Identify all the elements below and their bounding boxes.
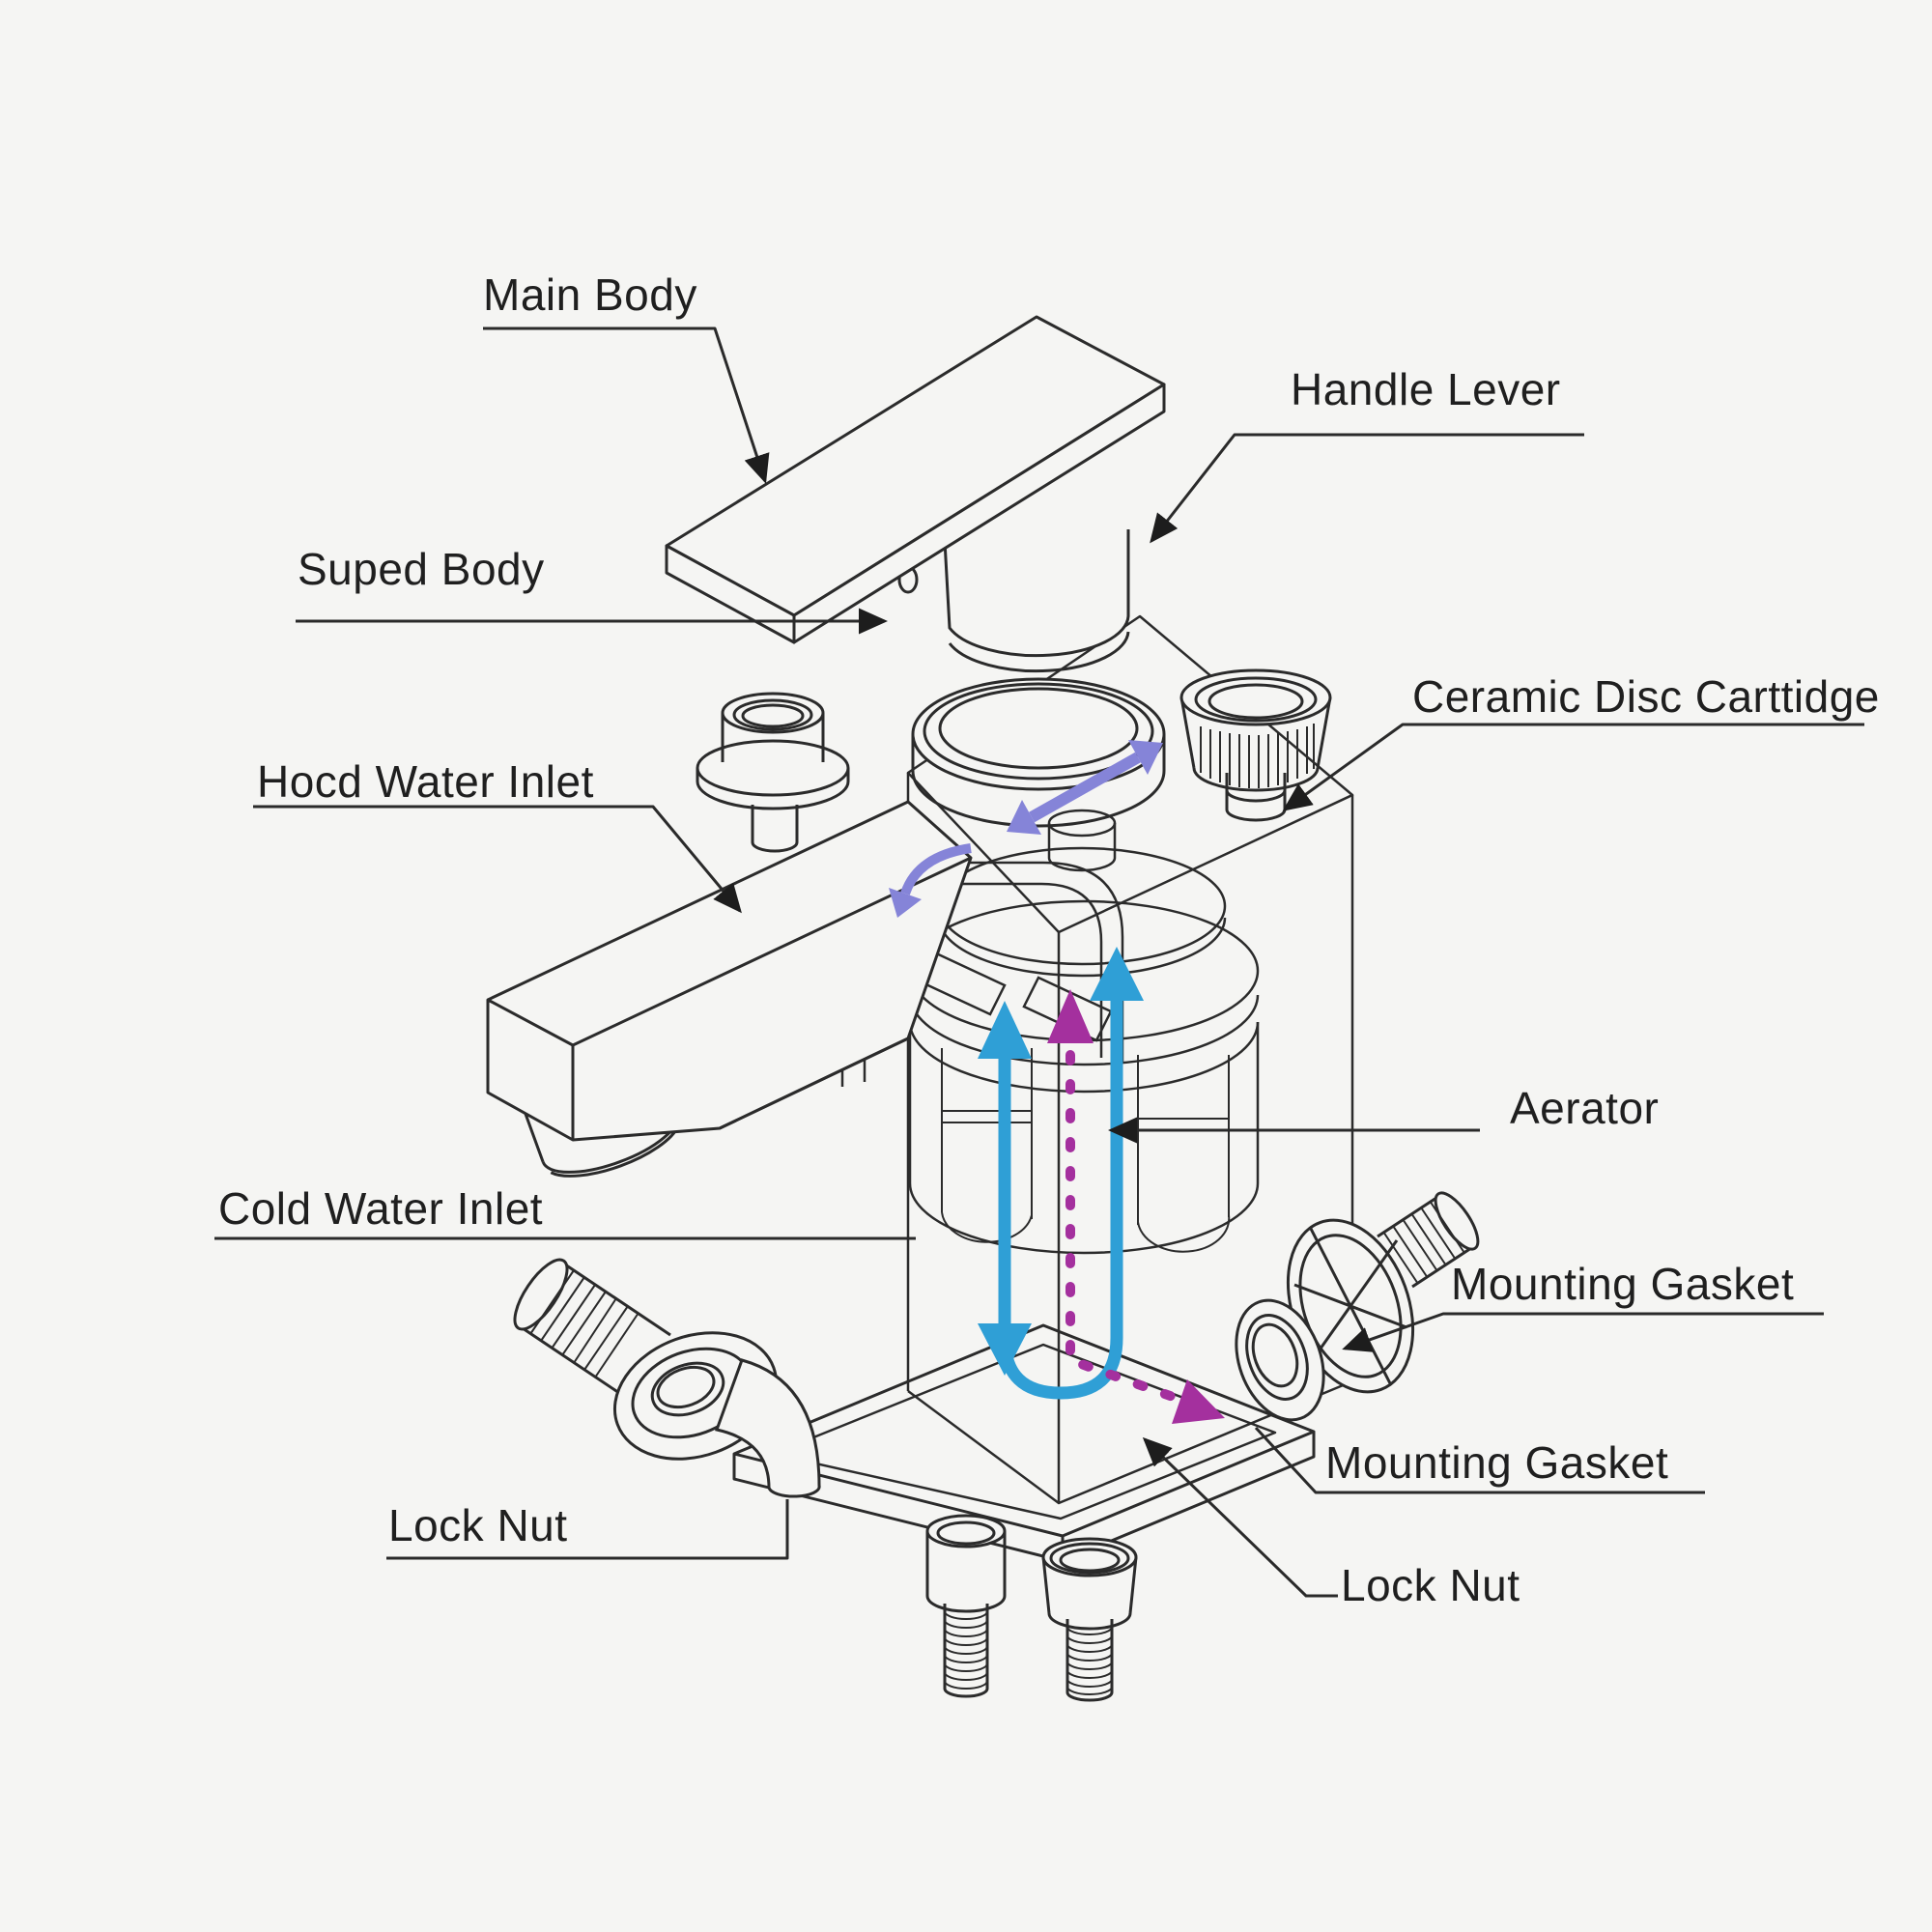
- ceramic-disc-cartridge-cap: [1179, 668, 1332, 822]
- hot-water-flow-arrow: [1047, 989, 1225, 1424]
- leader-ceramic-disc-cartridge: [1282, 723, 1864, 811]
- lock-nut-bolt-small: [925, 1514, 1007, 1698]
- handle-motion-arrow: [889, 740, 1163, 918]
- base-mounting-plate: [732, 1323, 1316, 1563]
- handle-lever-plate: [665, 315, 1166, 644]
- leader-mounting-gasket-2: [1254, 1426, 1705, 1494]
- leader-mounting-gasket-1: [1342, 1312, 1824, 1352]
- label-lock-nut-left: Lock Nut: [388, 1500, 568, 1550]
- elbow-supply-fitting: [513, 1258, 821, 1498]
- label-handle-lever: Handle Lever: [1291, 364, 1561, 414]
- label-ceramic-disc-cartridge: Ceramic Disc Carttidge: [1412, 671, 1880, 722]
- label-cold-water-inlet: Cold Water Inlet: [218, 1183, 544, 1234]
- leader-lines: [214, 327, 1864, 1598]
- cold-water-flow-arrow: [978, 947, 1144, 1400]
- leader-main-body: [483, 327, 770, 484]
- cross-flange-gasket: [1235, 1191, 1480, 1422]
- label-aerator: Aerator: [1510, 1083, 1660, 1133]
- leader-handle-lever: [1150, 433, 1584, 544]
- label-lock-nut-right: Lock Nut: [1341, 1560, 1520, 1610]
- leader-lock-nut-left: [386, 1499, 789, 1560]
- handle-cap: [897, 529, 1130, 673]
- label-hot-water-inlet: Hocd Water Inlet: [257, 756, 594, 807]
- leader-hot-water-inlet: [253, 805, 742, 914]
- trim-ring: [911, 677, 1166, 828]
- label-main-body: Main Body: [483, 270, 697, 320]
- flanged-inlet-nut: [696, 692, 850, 853]
- leader-lock-nut-right: [1142, 1436, 1338, 1598]
- label-suped-body: Suped Body: [298, 544, 545, 594]
- lock-nut-bolt-large: [1041, 1537, 1138, 1702]
- faucet-spout-body: [486, 800, 973, 1142]
- label-mounting-gasket-2: Mounting Gasket: [1325, 1437, 1669, 1488]
- label-mounting-gasket-1: Mounting Gasket: [1451, 1259, 1795, 1309]
